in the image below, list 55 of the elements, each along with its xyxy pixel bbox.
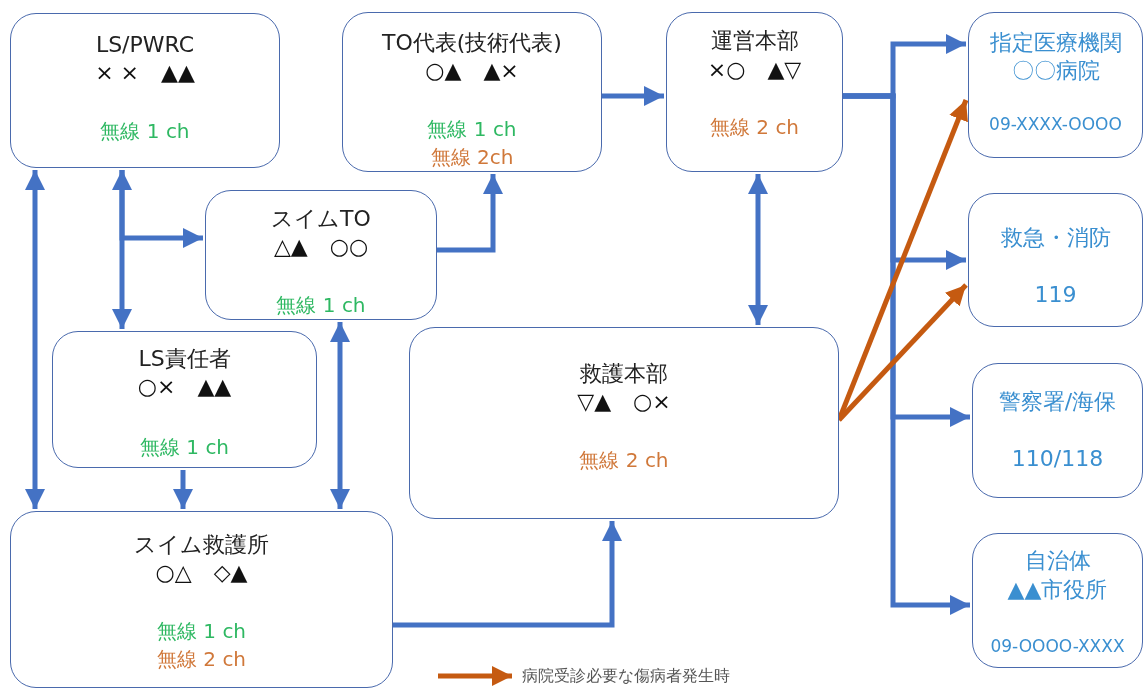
- rounded-box: [342, 12, 602, 172]
- rounded-box: [972, 533, 1143, 668]
- node-title: ▲▲市役所: [1006, 576, 1109, 604]
- channel-label: 無線 2 ch: [708, 114, 801, 141]
- channel-label: 無線 1 ch: [155, 618, 248, 645]
- node-title: 指定医療機関: [988, 29, 1123, 57]
- node-title: 〇〇病院: [1010, 57, 1101, 85]
- arrow: [119, 170, 203, 248]
- node-title: 救急・消防: [999, 224, 1112, 252]
- channel-label: 無線 1 ch: [138, 434, 231, 461]
- symbol-row-text: × × ▲▲: [94, 59, 196, 87]
- node-title: スイム救護所: [133, 531, 270, 559]
- channel-label: 無線 2 ch: [578, 447, 670, 474]
- node-title: 110/118: [1010, 445, 1105, 473]
- rounded-box: [52, 331, 317, 468]
- node-title: 救護本部: [579, 360, 669, 388]
- rounded-box: [968, 12, 1143, 158]
- node-title: スイムTO: [270, 205, 372, 233]
- channel-label: 無線 1 ch: [275, 292, 367, 319]
- rounded-box: [205, 190, 437, 320]
- symbol-row-text: ○× ▲▲: [136, 373, 233, 401]
- node-title: 119: [1033, 281, 1078, 309]
- symbol-row-text: ×○ ▲▽: [706, 56, 803, 84]
- arrow: [393, 521, 622, 628]
- rounded-box: [666, 12, 843, 172]
- rounded-box: [10, 511, 393, 688]
- node-title: 運営本部: [709, 27, 800, 55]
- node-title: LS責任者: [137, 345, 232, 373]
- symbol-row-text: ▽▲ ○×: [576, 388, 672, 416]
- phone-number: 09-OOOO-XXXX: [989, 635, 1126, 658]
- symbol-row-text: ○△ ◇▲: [154, 559, 249, 587]
- channel-label: 無線 2 ch: [155, 646, 248, 673]
- arrow: [25, 170, 45, 509]
- rounded-box: [972, 363, 1143, 498]
- arrow: [837, 283, 968, 422]
- arrow: [602, 86, 664, 106]
- arrow: [437, 174, 503, 253]
- arrow: [173, 470, 193, 509]
- rounded-box: [409, 327, 839, 519]
- rounded-box: [968, 193, 1143, 327]
- symbol-row-text: ○▲ ▲×: [424, 57, 520, 85]
- channel-label: 無線 1 ch: [426, 116, 518, 143]
- phone-number: 09-XXXX-OOOO: [988, 113, 1123, 136]
- legend-label: 病院受診必要な傷病者発生時: [522, 665, 730, 687]
- arrow: [748, 174, 768, 325]
- node-title: TO代表(技術代表): [381, 29, 563, 57]
- node-title: 自治体: [1023, 547, 1092, 575]
- arrow: [330, 322, 350, 509]
- node-title: LS/PWRC: [94, 31, 196, 59]
- channel-label: 無線 1 ch: [99, 118, 191, 145]
- node-title: 警察署/海保: [997, 388, 1118, 416]
- symbol-row-text: △▲ ○○: [272, 233, 370, 261]
- channel-label: 無線 2ch: [429, 144, 515, 171]
- rounded-box: [10, 13, 280, 168]
- arrow: [843, 93, 970, 615]
